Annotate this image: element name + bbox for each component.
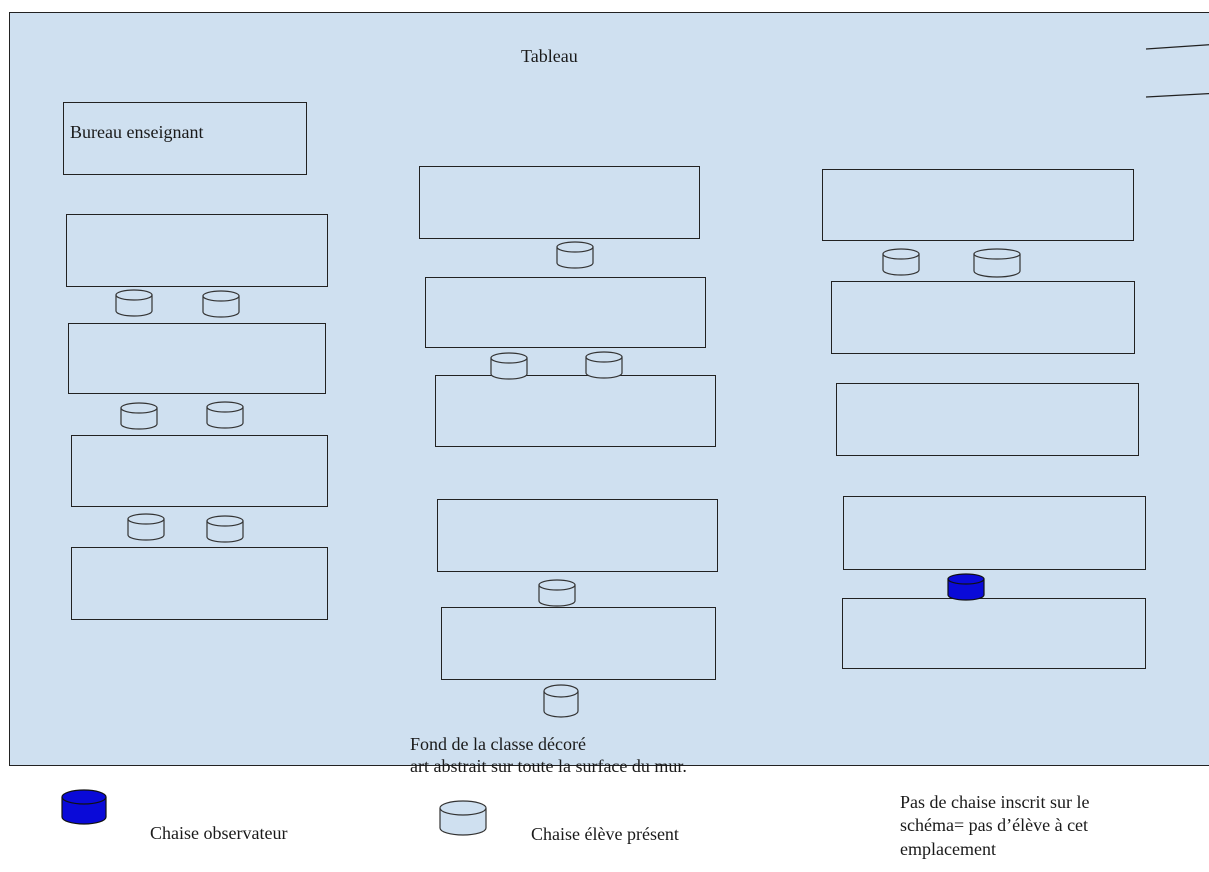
student-desk <box>441 607 716 680</box>
student-desk <box>71 547 328 620</box>
legend-note-line2: schéma= pas d’élève à cet <box>900 815 1089 836</box>
student-desk <box>437 499 718 572</box>
student-desk <box>836 383 1139 456</box>
door-marks <box>1145 44 1209 98</box>
legend-note-line1: Pas de chaise inscrit sur le <box>900 792 1090 812</box>
student-desk <box>435 375 716 447</box>
classroom-floor: Tableau Bureau enseignant <box>9 12 1209 766</box>
back-wall-note-line1: Fond de la classe décoré <box>410 734 586 754</box>
student-chair-icon <box>973 248 1021 278</box>
student-chair-icon <box>490 352 528 380</box>
student-desk <box>71 435 328 507</box>
observer-chair-icon <box>947 573 985 601</box>
student-chair-icon <box>556 241 594 269</box>
legend-observer-label: Chaise observateur <box>150 823 288 843</box>
teacher-desk-label: Bureau enseignant <box>70 122 204 142</box>
student-chair-icon <box>543 684 579 718</box>
legend-student-label: Chaise élève présent <box>531 824 679 844</box>
student-desk <box>842 598 1146 669</box>
student-desk <box>425 277 706 348</box>
student-chair-icon <box>882 248 920 276</box>
student-chair-icon <box>585 351 623 379</box>
student-chair-icon <box>538 579 576 607</box>
student-desk <box>822 169 1134 241</box>
student-chair-icon <box>206 515 244 543</box>
back-wall-note: Fond de la classe décoré art abstrait su… <box>410 734 687 777</box>
back-wall-note-line2: art abstrait sur toute la surface du mur… <box>410 755 687 776</box>
board-label: Tableau <box>521 46 578 66</box>
student-chair-icon <box>202 290 240 318</box>
student-desk <box>68 323 326 394</box>
legend-note-line3: emplacement <box>900 838 996 859</box>
student-chair-icon <box>206 401 244 429</box>
student-chair-icon <box>127 513 165 541</box>
student-desk <box>843 496 1146 570</box>
legend-student-chair-icon <box>439 800 487 836</box>
teacher-desk: Bureau enseignant <box>63 102 307 175</box>
student-desk <box>419 166 700 239</box>
legend-observer-chair-icon <box>61 789 107 825</box>
student-desk <box>831 281 1135 354</box>
student-desk <box>66 214 328 287</box>
student-chair-icon <box>120 402 158 430</box>
student-chair-icon <box>115 289 153 317</box>
legend-note: Pas de chaise inscrit sur le schéma= pas… <box>900 791 1089 861</box>
